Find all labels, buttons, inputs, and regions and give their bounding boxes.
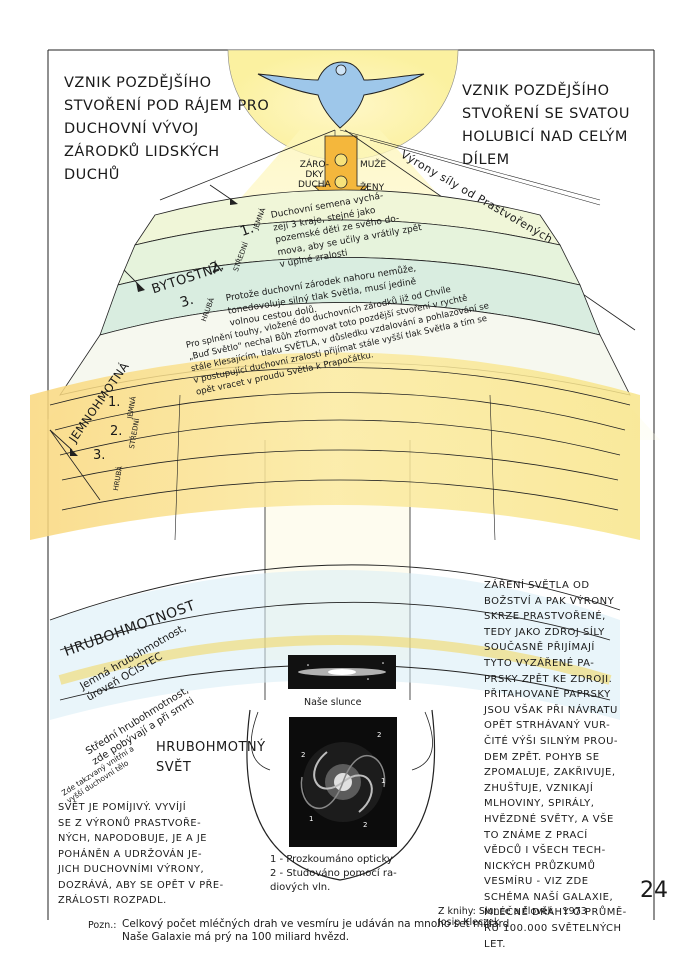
- seed-icon: [335, 176, 347, 188]
- title-left: VZNIK POZDĚJŠÍHO STVOŘENÍ POD RÁJEM PRO …: [64, 72, 294, 187]
- text-svet-pomijivy: SVĚT JE POMÍJIVÝ. VYVÍJÍ SE Z VÝRONŮ PRA…: [58, 800, 276, 909]
- text-zareni: ZÁŘENÍ SVĚTLA OD BOŽSTVÍ A PAK VÝRONY SK…: [484, 578, 644, 952]
- jem-n1: 1.: [108, 395, 120, 410]
- caption-nase-slunce: Naše slunce: [304, 697, 361, 708]
- jem-n2: 2.: [110, 424, 122, 439]
- svg-text:2: 2: [363, 821, 367, 829]
- note-text: Celkový počet mléčných drah ve vesmíru j…: [122, 918, 642, 944]
- svg-text:2: 2: [301, 751, 305, 759]
- label-hrubohmotny-svet: HRUBOHMOTNÝ SVĚT: [156, 738, 266, 778]
- seed-icon: [335, 154, 347, 166]
- svg-text:1: 1: [309, 815, 313, 823]
- label-zarodky: ZÁRO- DKY DUCHA: [298, 160, 331, 190]
- photo-spiral-galaxy: 2 2 2 1 1: [289, 717, 397, 847]
- label-muze: MUŽE: [360, 160, 386, 170]
- caption-prozkoumano: 1 - Prozkoumáno opticky 2 - Studováno po…: [270, 853, 397, 895]
- note-prefix: Pozn.:: [88, 920, 116, 931]
- svg-text:1: 1: [381, 777, 385, 785]
- photo-edge-galaxy: [288, 655, 396, 689]
- title-right: VZNIK POZDĚJŠÍHO STVOŘENÍ SE SVATOU HOLU…: [462, 80, 642, 172]
- svg-text:2: 2: [377, 731, 381, 739]
- jem-n3: 3.: [93, 448, 105, 463]
- page-number: 24: [640, 878, 668, 903]
